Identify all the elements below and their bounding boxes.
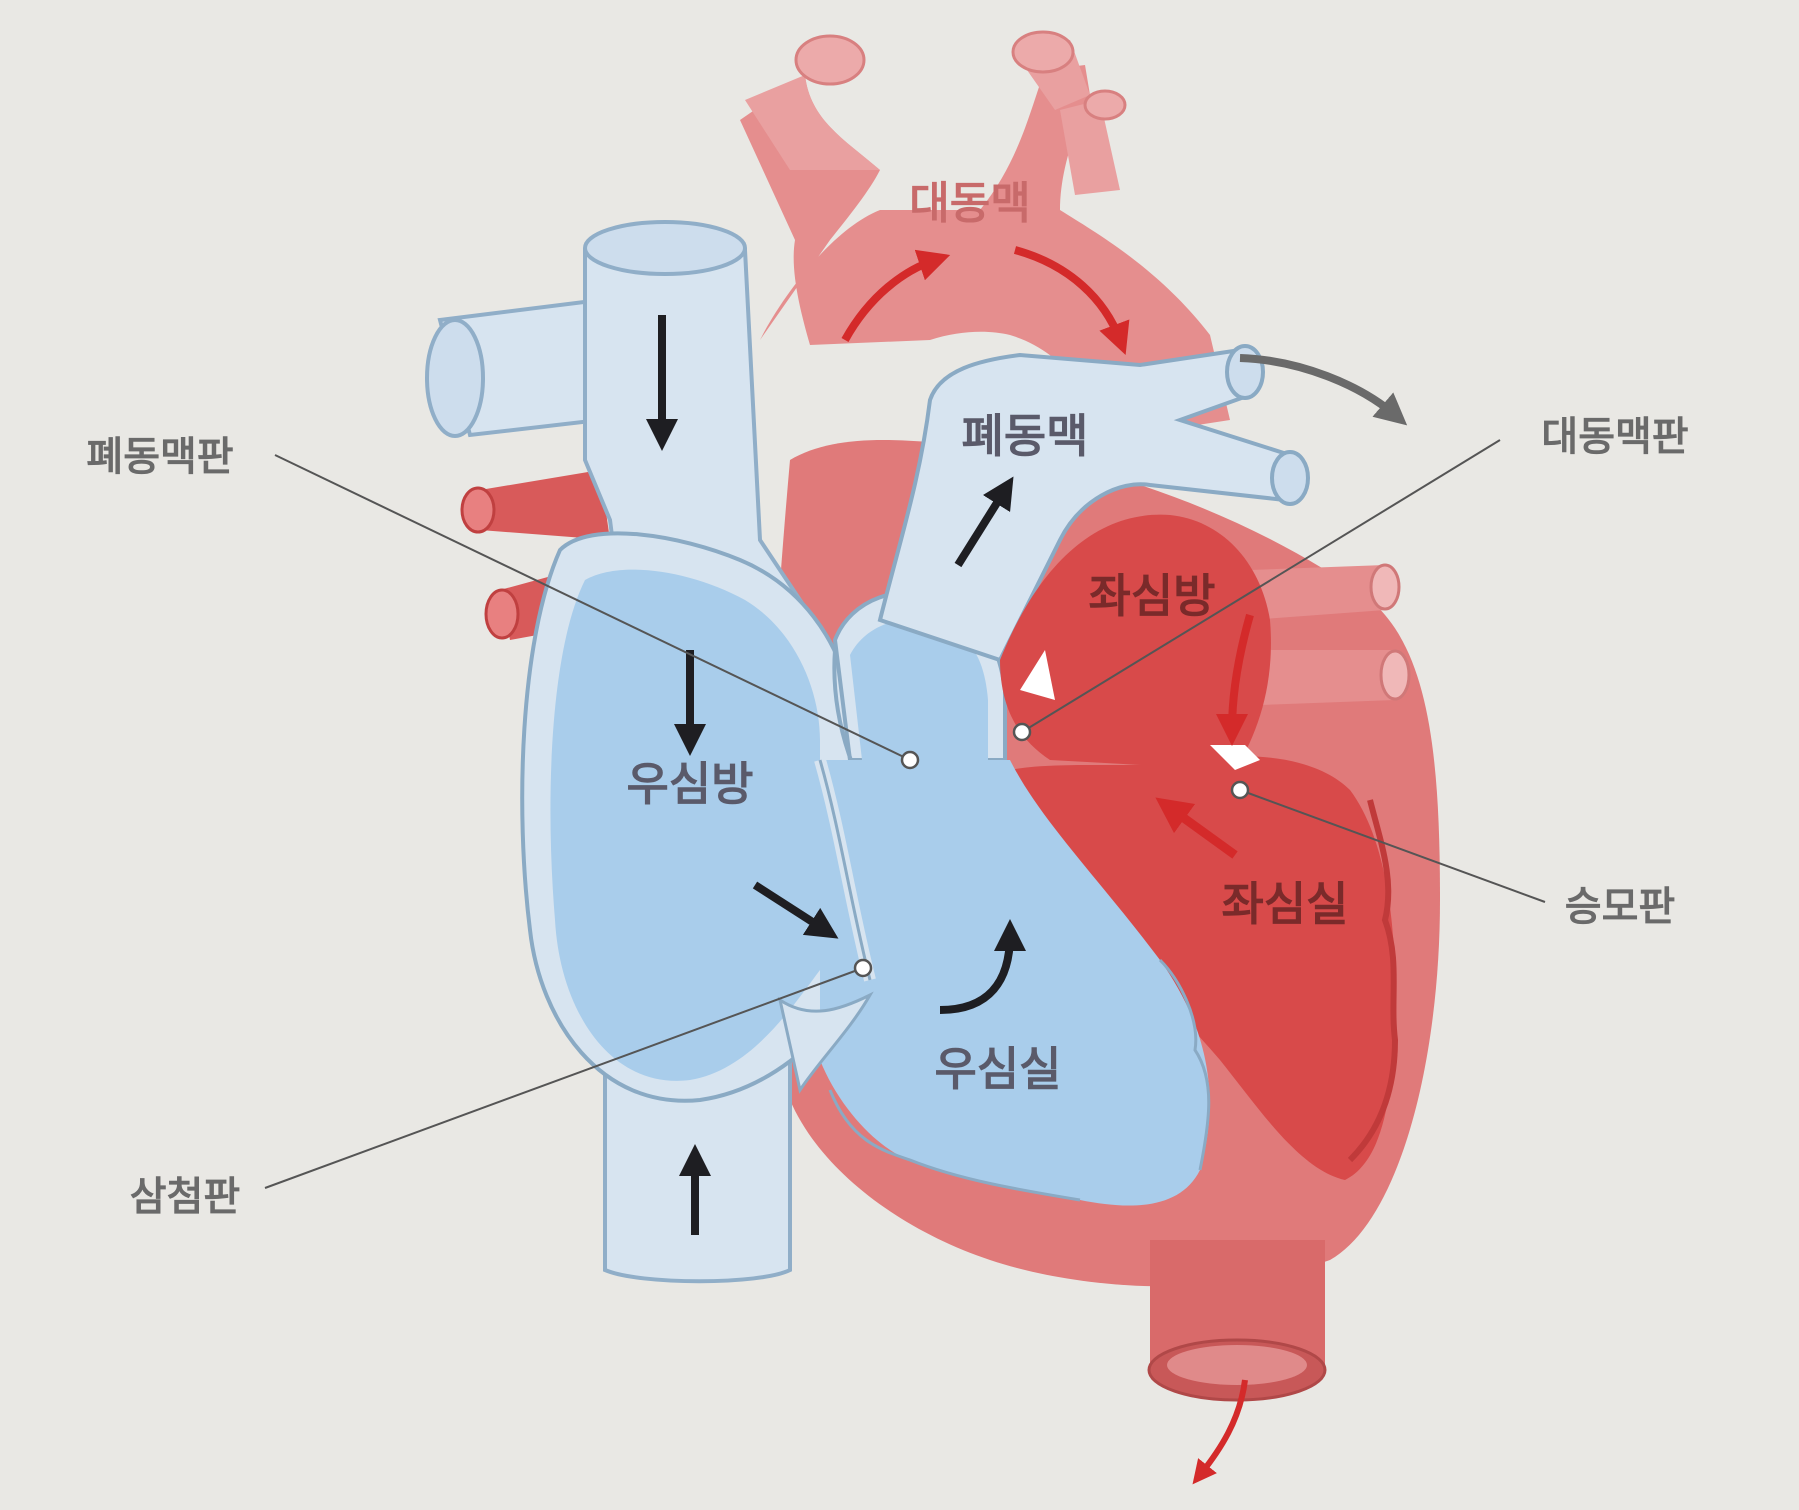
right-atrium (520, 531, 852, 1103)
left-atrium-label: 좌심방 (1089, 569, 1216, 623)
arrow-lv-up (1155, 797, 1238, 859)
aortic-valve-dot (1012, 722, 1032, 742)
leader-pulmonary-valve (274, 454, 911, 761)
right-ventricle-label: 우심실 (935, 1042, 1062, 1096)
leader-tricuspid-valve (264, 967, 864, 1189)
mitral-valve-dot (1230, 780, 1250, 800)
pulmonary-valve-dot (900, 750, 920, 770)
superior-vena-cava (425, 220, 804, 602)
aorta-label: 대동맥 (909, 178, 1030, 229)
arrow-pa-up (954, 476, 1014, 568)
pulmonary-artery-label: 폐동맥 (962, 409, 1089, 463)
arrow-aorta-down (1192, 1379, 1248, 1485)
right-ventricle (820, 760, 1211, 1206)
arrow-aorta-left (841, 249, 951, 342)
left-pulmonary-veins (1250, 563, 1411, 705)
mitral-valve-label: 승모판 (1565, 884, 1676, 930)
descending-aorta (1147, 1240, 1327, 1402)
aorta-branch-left (745, 75, 880, 170)
aorta-branch-opening (794, 34, 866, 86)
right-atrium-label: 우심방 (627, 757, 754, 811)
aortic-valve-label: 대동맥판 (1541, 414, 1688, 460)
leader-lines (264, 439, 1546, 1189)
arrow-la-down (1216, 613, 1254, 746)
flow-arrows (646, 246, 1408, 1485)
leader-mitral-valve (1239, 789, 1546, 903)
arrow-to-lungs (1239, 354, 1408, 426)
tricuspid-valve-label: 삼첨판 (130, 1174, 241, 1220)
arrow-ra-to-rv (752, 881, 839, 939)
tricuspid-flap (777, 991, 874, 1094)
arrow-aorta-right (1013, 246, 1130, 355)
valve-markers (853, 722, 1250, 978)
left-atrium (1000, 514, 1271, 770)
mitral-flap (1210, 745, 1260, 770)
tricuspid-valve-dot (853, 958, 873, 978)
leader-aortic-valve (1021, 439, 1501, 733)
aorta-branch-right (1060, 100, 1120, 195)
left-ventricle-label: 좌심실 (1222, 877, 1349, 931)
left-ventricle (1006, 756, 1399, 1180)
aortic-flap (1020, 650, 1055, 700)
pulmonary-valve-label: 폐동맥판 (86, 434, 233, 480)
arrow-rv-up (939, 919, 1026, 1014)
